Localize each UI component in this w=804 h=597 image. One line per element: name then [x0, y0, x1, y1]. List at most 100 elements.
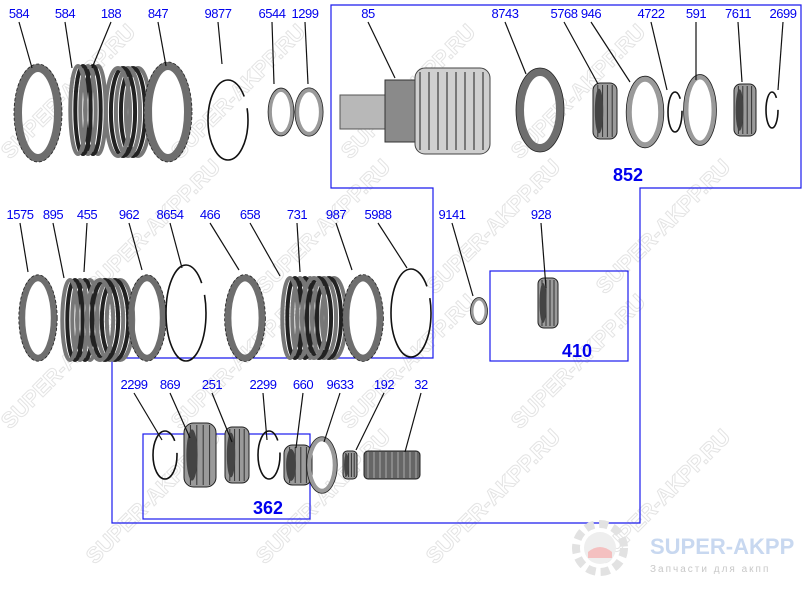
part-piston[interactable] — [515, 67, 565, 153]
part-label[interactable]: 9633 — [327, 377, 355, 392]
part-label[interactable]: 8743 — [492, 6, 520, 21]
group-label-410[interactable]: 410 — [562, 341, 592, 361]
part-label[interactable]: 928 — [531, 207, 552, 222]
part-label[interactable]: 188 — [101, 6, 122, 21]
part-label[interactable]: 192 — [374, 377, 395, 392]
part-label[interactable]: 7611 — [725, 6, 752, 21]
part-label[interactable]: 5768 — [551, 6, 579, 21]
part-shaft[interactable] — [363, 450, 421, 480]
part-label[interactable]: 895 — [43, 207, 64, 222]
part-label[interactable]: 32 — [414, 377, 428, 392]
leader-line — [262, 392, 268, 441]
part-clutch-plate[interactable] — [224, 274, 266, 362]
watermark-text: SUPER-AKPP.RU — [336, 289, 480, 433]
part-label[interactable]: 962 — [119, 207, 140, 222]
part-label[interactable]: 847 — [148, 6, 169, 21]
part-washer[interactable] — [470, 297, 488, 325]
part-clutch-plate[interactable] — [18, 274, 58, 362]
part-clutch-pack[interactable] — [68, 64, 108, 156]
part-bearing[interactable] — [733, 83, 757, 137]
part-snap-ring[interactable] — [152, 430, 178, 480]
leader-line — [563, 21, 599, 85]
part-gear[interactable] — [183, 422, 217, 488]
leader-line — [157, 21, 167, 67]
part-snap-ring[interactable] — [257, 430, 281, 480]
logo-subtitle: Запчасти для акпп — [650, 564, 770, 575]
part-snap-ring[interactable] — [390, 268, 432, 358]
part-label[interactable]: 9141 — [439, 207, 467, 222]
part-label[interactable]: 8654 — [157, 207, 185, 222]
leader-line — [209, 222, 240, 271]
part-clutch-pack[interactable] — [103, 66, 153, 158]
leader-line — [249, 222, 281, 277]
part-washer[interactable] — [267, 87, 295, 137]
leader-line — [777, 21, 784, 91]
group-box-410 — [489, 270, 629, 362]
part-label[interactable]: 9877 — [205, 6, 233, 21]
part-bearing[interactable] — [592, 82, 618, 140]
part-label[interactable]: 6544 — [259, 6, 287, 21]
part-bearing[interactable] — [224, 426, 250, 484]
parts — [13, 61, 779, 494]
part-washer[interactable] — [294, 87, 324, 137]
part-clutch-plate[interactable] — [143, 61, 193, 163]
leader-line — [323, 392, 341, 443]
leader-line — [133, 392, 163, 441]
part-washer[interactable] — [683, 74, 717, 146]
part-label[interactable]: 731 — [287, 207, 308, 222]
group-label-852[interactable]: 852 — [613, 165, 643, 185]
part-label[interactable]: 584 — [55, 6, 76, 21]
part-washer[interactable] — [306, 436, 338, 494]
part-label[interactable]: 466 — [200, 207, 221, 222]
part-label[interactable]: 2699 — [770, 6, 798, 21]
logo: SUPER-AKPP Запчасти для акпп — [572, 520, 794, 576]
leader-line — [18, 21, 33, 69]
part-label[interactable]: 658 — [240, 207, 261, 222]
group-label-362[interactable]: 362 — [253, 498, 283, 518]
logo-title: SUPER-AKPP — [650, 534, 794, 559]
part-snap-ring[interactable] — [667, 91, 683, 133]
part-bearing[interactable] — [537, 277, 559, 329]
part-label[interactable]: 660 — [293, 377, 314, 392]
leader-line — [169, 392, 191, 439]
part-bearing[interactable] — [283, 444, 313, 486]
part-snap-ring[interactable] — [207, 79, 249, 161]
part-label[interactable]: 1299 — [292, 6, 320, 21]
group-box-852 — [111, 4, 802, 524]
leader-line — [169, 222, 183, 269]
part-label[interactable]: 946 — [581, 6, 602, 21]
part-clutch-pack[interactable] — [299, 276, 349, 360]
leader-line — [355, 392, 385, 451]
part-washer[interactable] — [625, 75, 665, 149]
part-label[interactable]: 591 — [686, 6, 707, 21]
part-clutch-plate[interactable] — [342, 274, 384, 362]
part-snap-ring[interactable] — [165, 264, 207, 362]
leader-line — [211, 392, 233, 443]
leader-line — [737, 21, 743, 83]
part-label[interactable]: 85 — [361, 6, 375, 21]
part-clutch-plate[interactable] — [127, 274, 167, 362]
part-label[interactable]: 987 — [326, 207, 347, 222]
leader-line — [295, 392, 304, 449]
part-label[interactable]: 2299 — [121, 377, 149, 392]
part-snap-ring[interactable] — [765, 91, 779, 129]
part-clutch-plate[interactable] — [13, 63, 63, 163]
part-label[interactable]: 2299 — [250, 377, 278, 392]
leader-line — [91, 21, 112, 69]
part-bearing[interactable] — [342, 450, 358, 480]
part-label[interactable]: 455 — [77, 207, 98, 222]
leader-line — [19, 222, 29, 273]
part-drum[interactable] — [339, 67, 491, 155]
part-label[interactable]: 5988 — [365, 207, 393, 222]
part-label[interactable]: 4722 — [638, 6, 666, 21]
part-label[interactable]: 584 — [9, 6, 30, 21]
leader-line — [451, 222, 474, 297]
part-label[interactable]: 869 — [160, 377, 181, 392]
watermark-text: SUPER-AKPP.RU — [421, 154, 565, 298]
leader-line — [64, 21, 73, 69]
part-label[interactable]: 251 — [202, 377, 223, 392]
gear-icon — [572, 520, 628, 576]
leader-line — [335, 222, 353, 271]
leader-line — [650, 21, 668, 91]
part-label[interactable]: 1575 — [7, 207, 35, 222]
